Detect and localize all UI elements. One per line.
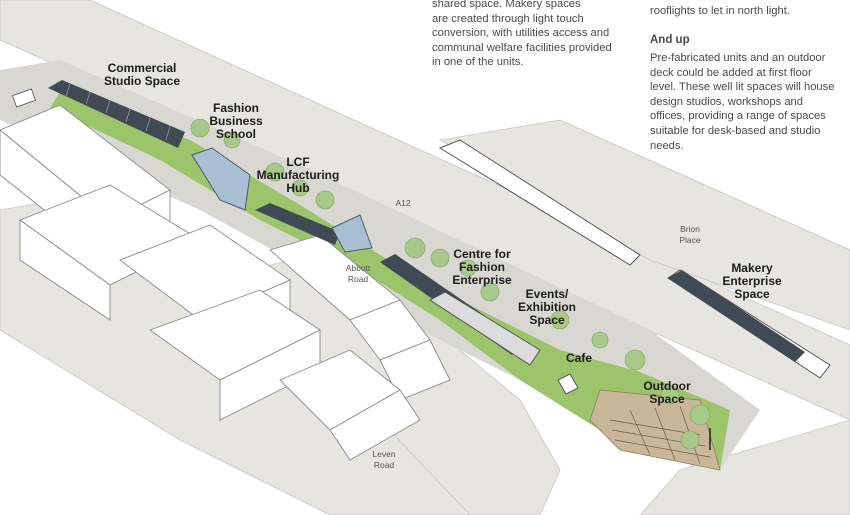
- label-outdoor-space: Outdoor Space: [643, 379, 691, 406]
- lcf-glass: [331, 214, 373, 253]
- outdoor-hatching: [609, 405, 711, 465]
- road-label-leven: Leven Road: [372, 449, 396, 470]
- lcf-hub: [255, 203, 340, 245]
- events-block: [429, 291, 541, 366]
- road-label-a12: A12: [395, 198, 411, 208]
- outdoor-plaza: [589, 389, 721, 471]
- fashion-school-glass: [191, 147, 251, 211]
- label-centre-fashion-enterprise: Centre for Fashion Enterprise: [452, 247, 512, 287]
- label-events-exhibition: Events/ Exhibition Space: [518, 287, 576, 327]
- white-buildings: [0, 104, 451, 461]
- heading-and-up: And up: [650, 34, 690, 46]
- paragraph-and-up: Pre-fabricated units and an outdoor deck…: [650, 52, 835, 152]
- paragraph-left: shared space. Makery spaces are created …: [432, 0, 612, 69]
- label-makery-enterprise: Makery Enterprise Space: [722, 261, 782, 301]
- road-label-brion: Brion Place: [679, 224, 701, 245]
- label-lcf-hub: LCF Manufacturing Hub: [256, 155, 340, 195]
- makery-unit-block: [668, 270, 805, 362]
- road-label-abbott: Abbott Road: [345, 263, 371, 284]
- paragraph-right-top: rooflights to let in north light.: [650, 5, 790, 17]
- trees: [190, 118, 711, 450]
- label-commercial-studio: Commercial Studio Space: [103, 61, 180, 88]
- cafe-kiosk: [557, 373, 579, 395]
- label-cafe: Cafe: [565, 351, 592, 365]
- label-fashion-business-school: Fashion Business School: [209, 101, 263, 141]
- commercial-roof-lines: [65, 83, 171, 141]
- vehicle: [12, 88, 36, 108]
- commercial-studio-units: [48, 80, 185, 148]
